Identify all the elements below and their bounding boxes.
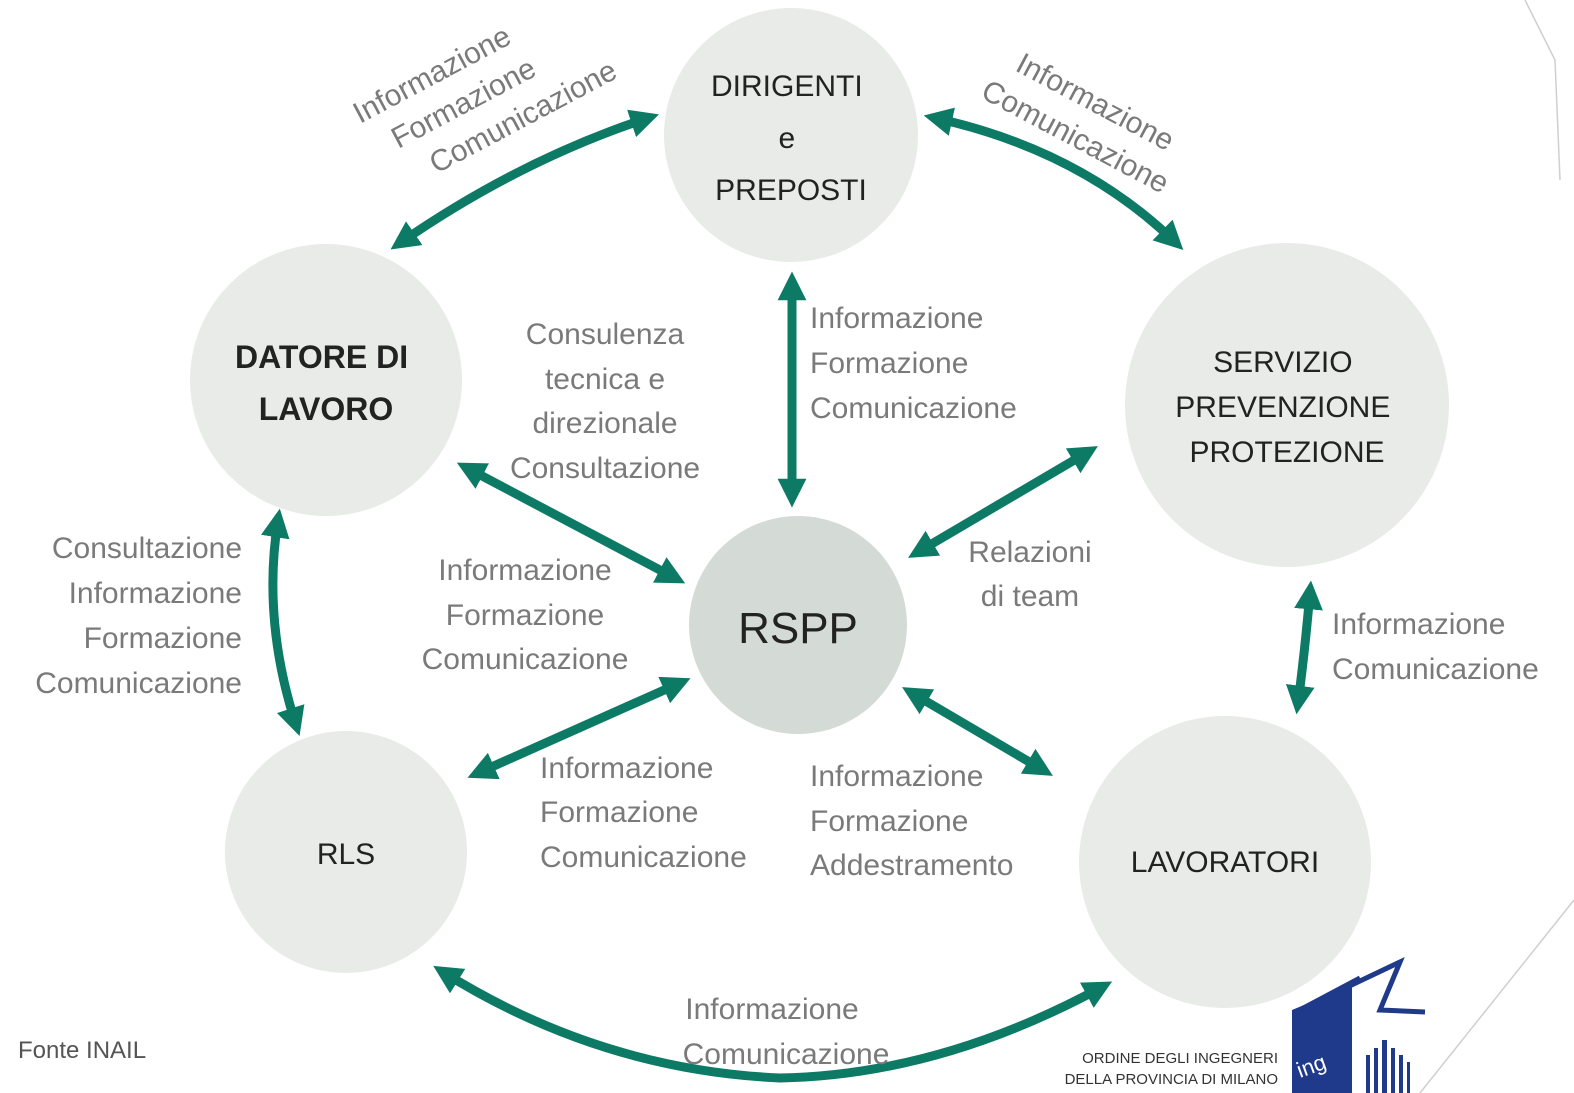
edge-label-servizio-lavoratori: Informazione Comunicazione [1332, 608, 1539, 686]
svg-text:Comunicazione: Comunicazione [35, 667, 242, 700]
svg-text:Informazione: Informazione [685, 993, 858, 1026]
svg-text:Formazione: Formazione [84, 622, 242, 655]
edge-label-datore-rspp-top: Consulenza tecnica e direzionale Consult… [510, 318, 700, 485]
slide-decoration-line [1419, 899, 1574, 1093]
arrow-dirigenti-servizio [923, 107, 1184, 251]
edge-label-datore-dirigenti: Informazione Formazione Comunicazione [348, 20, 622, 181]
svg-text:di team: di team [981, 580, 1079, 613]
node-lavoratori [1079, 716, 1371, 1008]
ordine-ingegneri-logo: ORDINE DEGLI INGEGNERI DELLA PROVINCIA D… [1065, 956, 1426, 1093]
arrow-datore-dirigenti [390, 109, 659, 250]
svg-text:Informazione: Informazione [1332, 608, 1505, 641]
logo-block-icon [1292, 985, 1352, 1093]
svg-text:direzionale: direzionale [532, 407, 677, 440]
svg-text:Formazione: Formazione [446, 599, 604, 632]
edge-label-datore-rls: Consultazione Informazione Formazione Co… [35, 532, 242, 700]
svg-text:Comunicazione: Comunicazione [683, 1038, 890, 1071]
edge-label-rspp-lavoratori: Informazione Formazione Addestramento [810, 760, 1013, 882]
node-datore [190, 244, 462, 516]
svg-text:Informazione: Informazione [438, 554, 611, 587]
svg-text:Consultazione: Consultazione [510, 452, 700, 485]
arrow-servizio-rspp [908, 446, 1098, 558]
logo-m-mark-icon [1294, 956, 1426, 1015]
arrow-datore-rspp [456, 462, 686, 584]
svg-text:Consulenza: Consulenza [526, 318, 685, 351]
arrow-servizio-lavoratori [1285, 580, 1323, 715]
arrow-rspp-lavoratori [902, 687, 1053, 776]
edge-label-dirigenti-rspp: Informazione Formazione Comunicazione [810, 302, 1017, 425]
svg-text:Formazione: Formazione [810, 805, 968, 838]
svg-text:Comunicazione: Comunicazione [1332, 653, 1539, 686]
source-caption: Fonte INAIL [18, 1037, 146, 1064]
node-label-lavoratori: LAVORATORI [1131, 846, 1319, 879]
svg-text:Informazione: Informazione [540, 752, 713, 785]
svg-text:Informazione: Informazione [810, 302, 983, 335]
duomo-icon [1366, 1040, 1410, 1093]
svg-text:tecnica e: tecnica e [545, 363, 665, 396]
svg-text:Addestramento: Addestramento [810, 849, 1013, 882]
node-label-rspp: RSPP [738, 604, 858, 653]
svg-text:Relazioni: Relazioni [968, 536, 1091, 569]
svg-text:Consultazione: Consultazione [52, 532, 242, 565]
svg-text:Informazione: Informazione [69, 577, 242, 610]
node-dirigenti [664, 8, 918, 262]
node-servizio [1125, 243, 1449, 567]
svg-text:Comunicazione: Comunicazione [540, 841, 747, 874]
edge-label-rspp-rls: Informazione Formazione Comunicazione [540, 752, 747, 874]
node-label-servizio: SERVIZIO PREVENZIONE PROTEZIONE [1175, 346, 1398, 469]
svg-text:Comunicazione: Comunicazione [422, 643, 629, 676]
edge-label-rls-lavoratori: Informazione Comunicazione [683, 993, 890, 1071]
logo-line-1: ORDINE DEGLI INGEGNERI [1082, 1050, 1278, 1067]
slide-decoration-line [1524, 0, 1561, 181]
node-label-datore: DATORE DI LAVORO [235, 339, 417, 427]
svg-text:Formazione: Formazione [810, 347, 968, 380]
svg-text:Comunicazione: Comunicazione [810, 392, 1017, 425]
edge-label-datore-rspp-bottom: Informazione Formazione Comunicazione [422, 554, 629, 676]
arrow-rspp-rls [467, 676, 691, 780]
node-label-rls: RLS [317, 838, 375, 871]
node-rspp [689, 516, 907, 734]
logo-line-2: DELLA PROVINCIA DI MILANO [1065, 1071, 1278, 1088]
arrow-datore-rls [261, 508, 305, 736]
svg-text:Informazione: Informazione [810, 760, 983, 793]
node-rls [225, 731, 467, 973]
arrow-rls-lavoratori [433, 965, 1113, 1083]
svg-text:Formazione: Formazione [540, 796, 698, 829]
node-label-dirigenti: DIRIGENTI e PREPOSTI [711, 70, 871, 207]
edge-label-servizio-rspp: Relazioni di team [968, 536, 1091, 613]
